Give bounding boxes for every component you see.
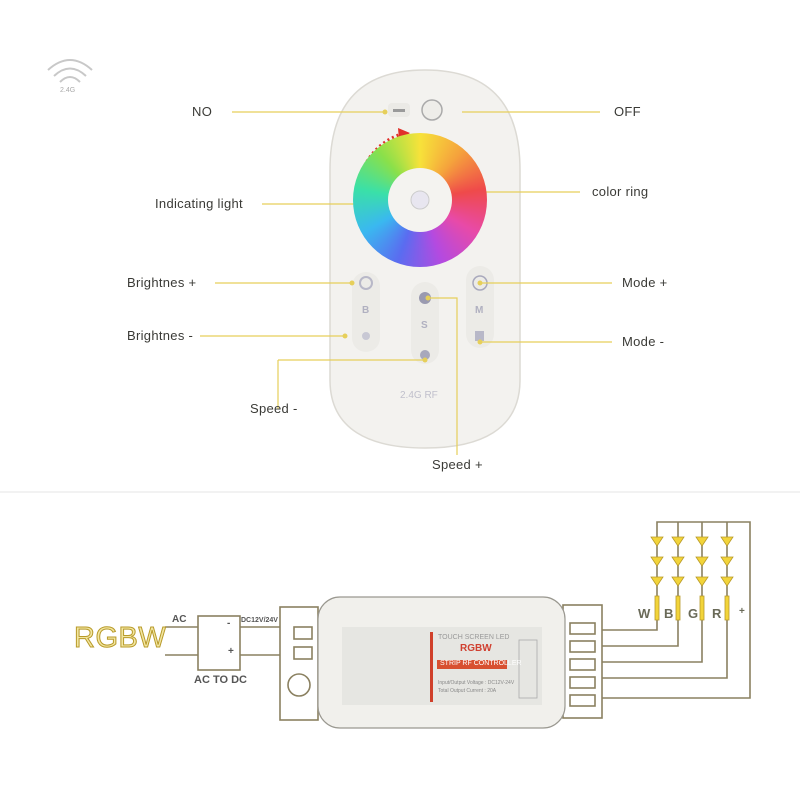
callout-brightness-up: Brightnes +: [127, 275, 197, 290]
speed-up-key[interactable]: [419, 292, 431, 304]
converter-label: AC TO DC: [194, 674, 247, 686]
callout-on: NO: [192, 104, 213, 119]
brightness-down-key[interactable]: [362, 332, 370, 340]
ring-center: [388, 168, 452, 232]
channel-r: R: [712, 606, 722, 621]
channel-w: W: [638, 606, 651, 621]
speed-pad: [411, 282, 439, 364]
callout-indicating-light: Indicating light: [155, 196, 243, 211]
controller-model: RGBW: [460, 643, 492, 654]
wifi-icon: [47, 59, 93, 83]
channel-plus: +: [739, 606, 745, 617]
callout-mode-down: Mode -: [622, 334, 665, 349]
key-m-label: M: [475, 305, 484, 316]
wifi-badge: 2.4G: [60, 87, 76, 94]
controller-strip: STRIP RF CONTROLLER: [440, 660, 522, 667]
callout-speed-up: Speed +: [432, 457, 483, 472]
mode-pad: [466, 266, 494, 348]
off-button[interactable]: [421, 99, 443, 121]
key-s-label: S: [421, 320, 428, 331]
callout-color-ring: color ring: [592, 184, 649, 199]
speed-down-key[interactable]: [420, 350, 430, 360]
controller-spec2: Total Output Current : 20A: [438, 688, 497, 694]
channel-g: G: [688, 606, 699, 621]
callout-lines: [200, 111, 612, 455]
callout-off: OFF: [614, 104, 641, 119]
brightness-pad: [352, 272, 380, 352]
key-b-label: B: [362, 305, 370, 316]
callout-speed-down: Speed -: [250, 401, 298, 416]
channel-b: B: [664, 606, 674, 621]
rf-text: 2.4G RF: [400, 390, 438, 401]
led-strip: [650, 536, 734, 621]
minus-label: -: [227, 618, 231, 629]
callout-mode-up: Mode +: [622, 275, 668, 290]
plus-label: +: [228, 646, 234, 657]
controller-spec1: Input/Output Voltage : DC12V-24V: [438, 680, 515, 686]
led-icons: [650, 536, 734, 587]
brightness-up-key[interactable]: [359, 276, 373, 290]
callout-brightness-down: Brightnes -: [127, 328, 194, 343]
mode-down-key[interactable]: [475, 331, 484, 341]
wiring-lines: [165, 521, 751, 721]
ac-label: AC: [172, 614, 187, 625]
wiring-title: RGBW: [73, 622, 167, 655]
controller-heading: TOUCH SCREEN LED: [438, 634, 510, 641]
dc-label: DC12V/24V: [241, 617, 278, 624]
